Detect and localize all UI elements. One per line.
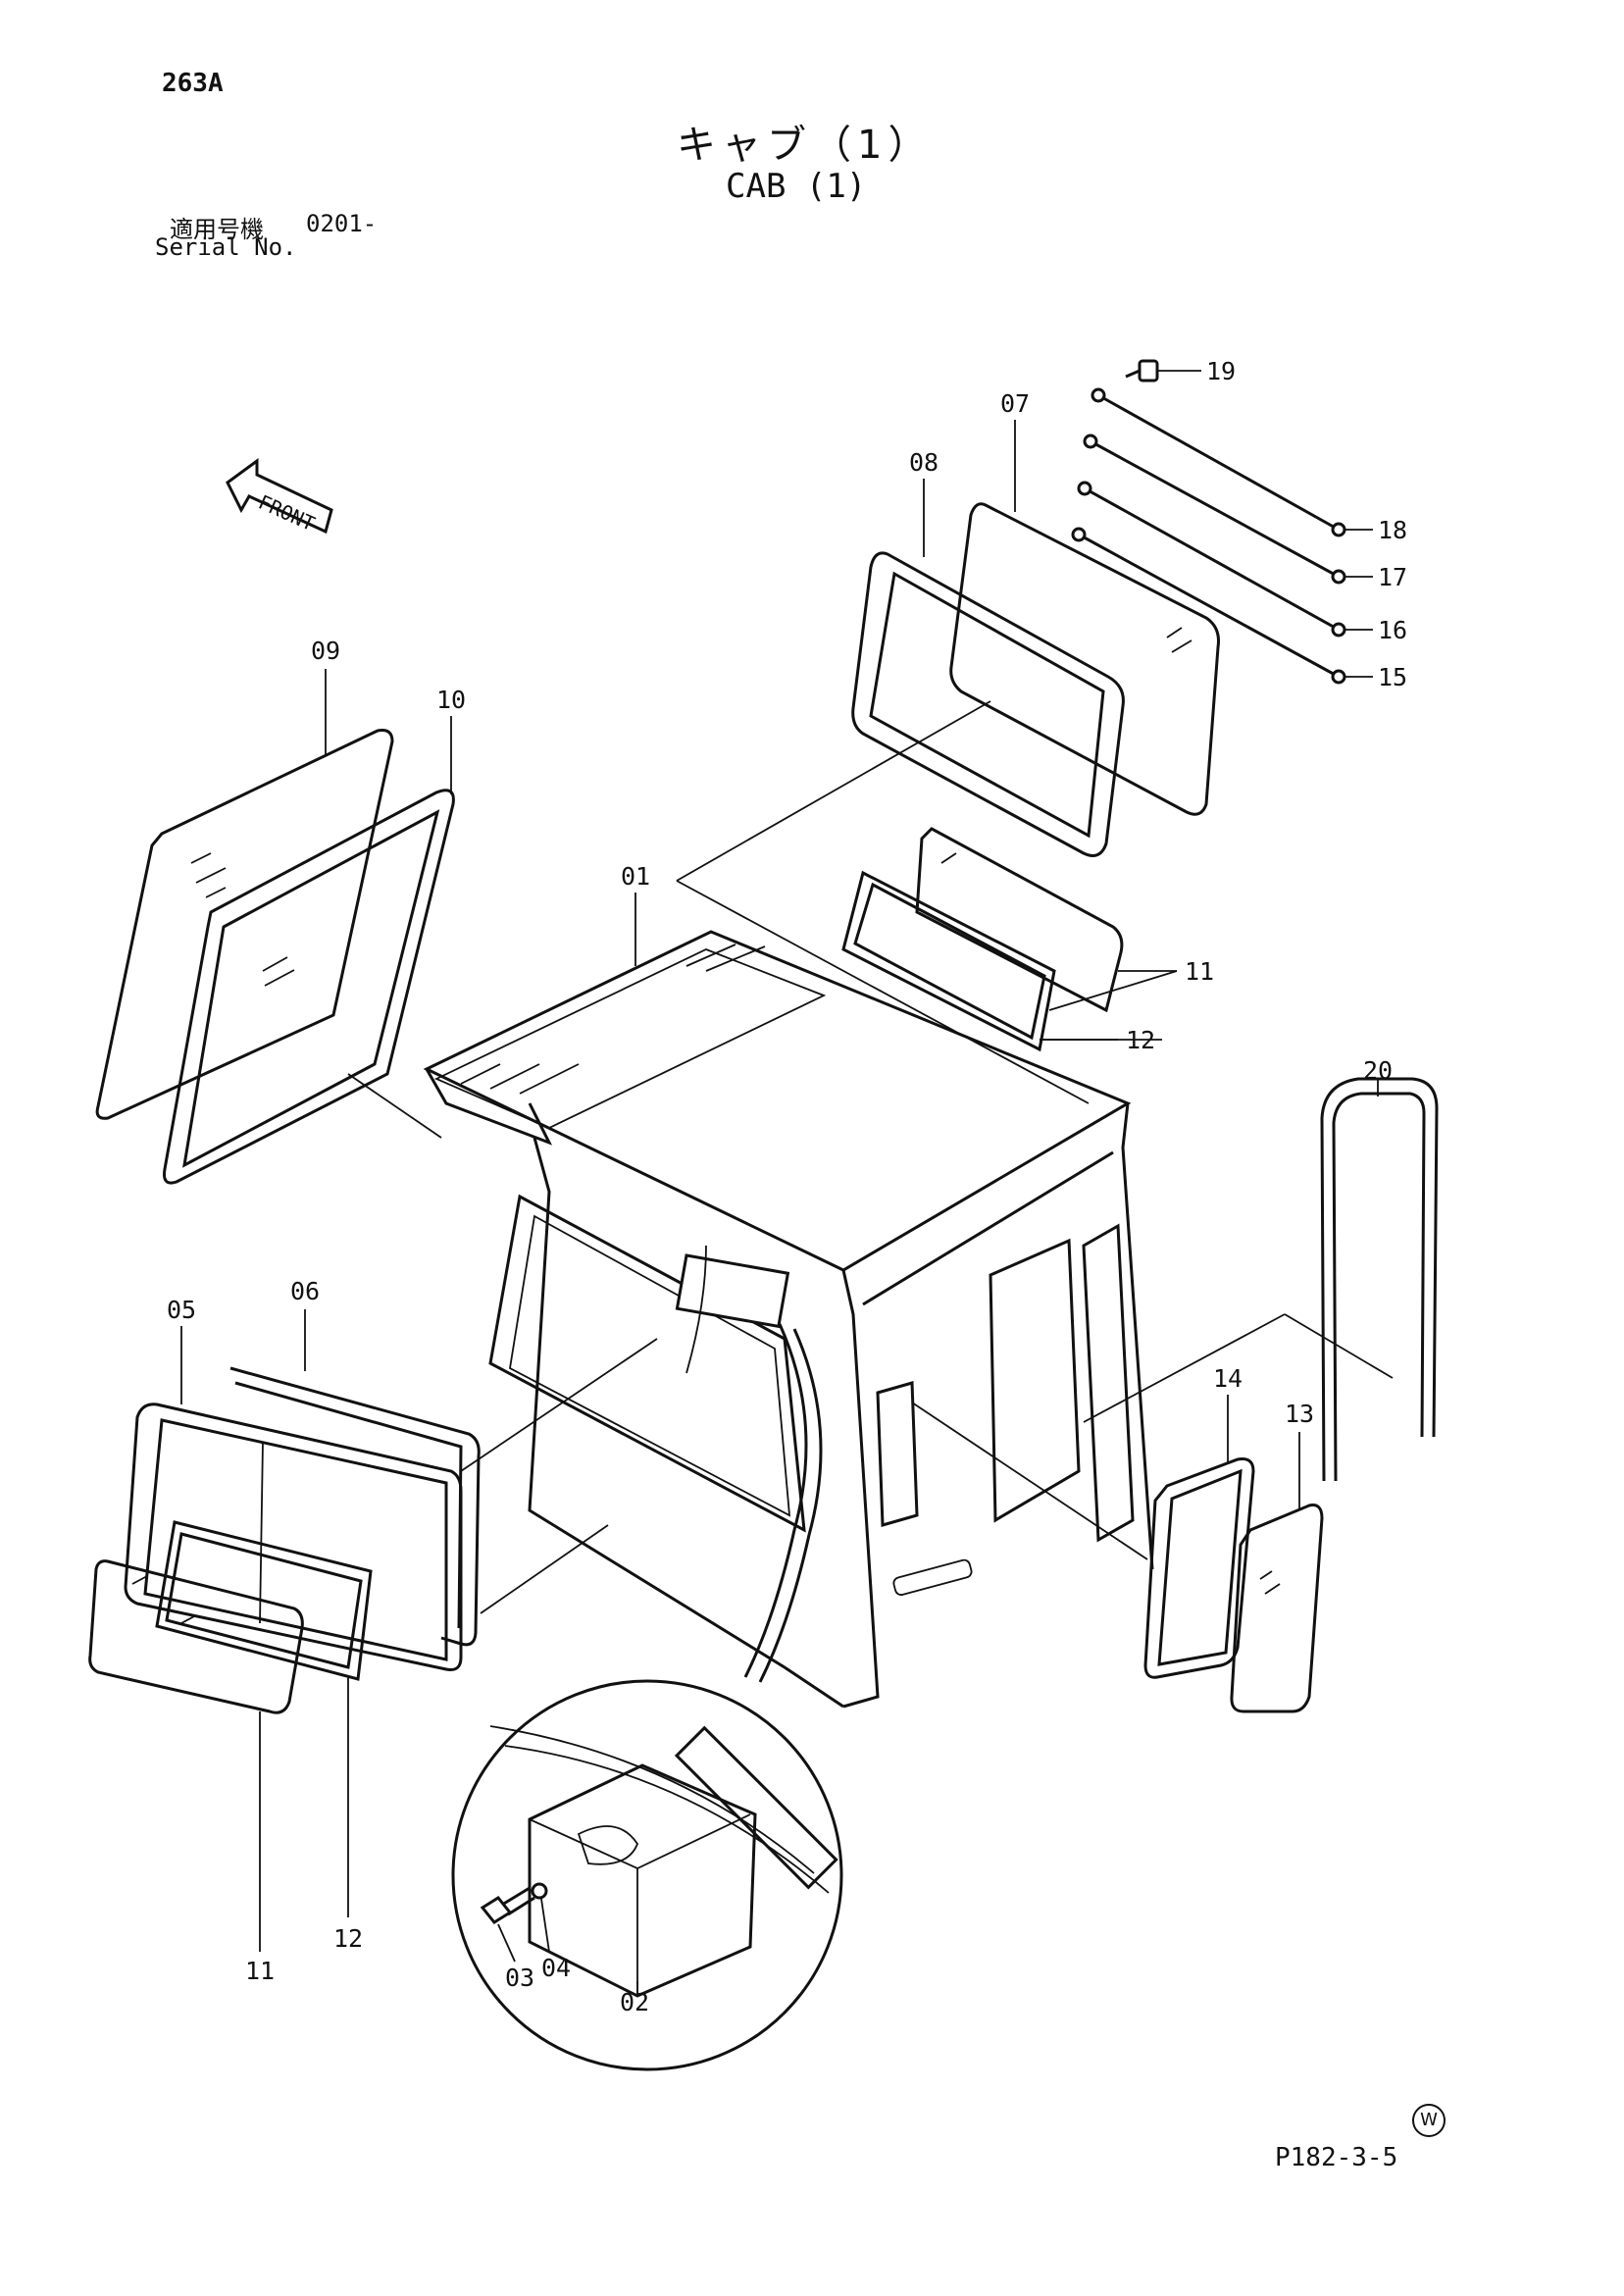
callout-16: 16 bbox=[1345, 616, 1407, 644]
part-14-gasket bbox=[1143, 1457, 1255, 1679]
callout-08: 08 bbox=[909, 448, 939, 557]
page-code: 263A bbox=[162, 69, 224, 98]
part-06-window-gasket bbox=[229, 1366, 481, 1647]
callout-15: 15 bbox=[1345, 663, 1407, 691]
callout-04-text: 04 bbox=[541, 1954, 571, 1982]
callout-13-text: 13 bbox=[1285, 1400, 1314, 1428]
callout-16-text: 16 bbox=[1378, 616, 1407, 644]
callout-12-upper: 12 bbox=[1040, 1026, 1155, 1054]
callout-07: 07 bbox=[1000, 389, 1030, 512]
callout-09: 09 bbox=[311, 637, 340, 755]
callout-05-text: 05 bbox=[167, 1296, 196, 1324]
callout-11-upper: 11 bbox=[1118, 957, 1214, 986]
callout-01-text: 01 bbox=[621, 862, 650, 891]
callout-14-text: 14 bbox=[1213, 1364, 1243, 1393]
callout-14: 14 bbox=[1213, 1364, 1243, 1463]
serial-label-japanese: 適用号機 bbox=[170, 216, 264, 243]
part-11-upper-glass bbox=[915, 827, 1124, 1013]
cable-line bbox=[743, 1323, 808, 1678]
parts-15-18-stays bbox=[1071, 387, 1346, 685]
callout-05: 05 bbox=[167, 1296, 196, 1404]
w-mark: W bbox=[1412, 2104, 1446, 2137]
front-label: FRONT bbox=[255, 490, 319, 536]
part-10-gasket bbox=[163, 789, 455, 1185]
part-11-lower-glass bbox=[88, 1559, 304, 1714]
part-12-upper-gasket bbox=[841, 870, 1056, 1052]
part-08-gasket bbox=[851, 551, 1125, 857]
callout-12-lower-text: 12 bbox=[333, 1924, 363, 1953]
callout-06: 06 bbox=[290, 1277, 320, 1371]
part-12-lower-gasket bbox=[155, 1520, 373, 1681]
callout-18: 18 bbox=[1345, 516, 1407, 544]
part-09-glass bbox=[95, 729, 394, 1120]
callout-18-text: 18 bbox=[1378, 516, 1407, 544]
part-04-washer-icon bbox=[531, 1882, 548, 1900]
serial-value: 0201- bbox=[306, 210, 378, 237]
callout-20: 20 bbox=[1363, 1056, 1393, 1097]
callout-08-text: 08 bbox=[909, 448, 939, 477]
callout-12-upper-text: 12 bbox=[1126, 1026, 1155, 1054]
title-japanese: キャブ（1） bbox=[677, 123, 934, 168]
callout-12-lower: 12 bbox=[333, 1677, 363, 1953]
callout-20-text: 20 bbox=[1363, 1056, 1393, 1085]
cable-line-outer bbox=[758, 1328, 823, 1683]
callout-17: 17 bbox=[1345, 563, 1407, 591]
serial-label-english: Serial No. bbox=[155, 233, 297, 261]
callout-10-text: 10 bbox=[436, 686, 466, 714]
part-19-bolt-icon bbox=[1125, 359, 1159, 383]
callout-11-lower: 11 bbox=[245, 1711, 275, 1985]
callout-02-text: 02 bbox=[620, 1988, 649, 2016]
leader-lines bbox=[347, 700, 1394, 1614]
callout-06-text: 06 bbox=[290, 1277, 320, 1305]
callout-04: 04 bbox=[540, 1898, 571, 1982]
callout-11-lower-text: 11 bbox=[245, 1957, 275, 1985]
part-13-glass bbox=[1230, 1504, 1324, 1713]
part-03-bolt-icon bbox=[480, 1886, 535, 1924]
callout-03: 03 bbox=[497, 1923, 534, 1992]
part-20-u-seal bbox=[1320, 1077, 1439, 1482]
part-07-glass bbox=[949, 502, 1220, 816]
front-arrow-icon: FRONT bbox=[226, 458, 333, 536]
callout-10: 10 bbox=[436, 686, 466, 794]
callout-09-text: 09 bbox=[311, 637, 340, 665]
title-english: CAB (1) bbox=[726, 167, 867, 206]
callout-03-text: 03 bbox=[505, 1964, 534, 1992]
callout-15-text: 15 bbox=[1378, 663, 1407, 691]
reference-code: P182-3-5 bbox=[1275, 2143, 1398, 2172]
detail-view bbox=[451, 1679, 843, 2071]
callout-13: 13 bbox=[1285, 1400, 1314, 1508]
callout-11-upper-text: 11 bbox=[1185, 957, 1214, 986]
callout-01: 01 bbox=[621, 862, 650, 966]
callout-17-text: 17 bbox=[1378, 563, 1407, 591]
callout-02: 02 bbox=[620, 1981, 649, 2016]
callout-07-text: 07 bbox=[1000, 389, 1030, 418]
callout-19: 19 bbox=[1157, 357, 1236, 385]
part-01-cab-body bbox=[423, 930, 1154, 1709]
callout-19-text: 19 bbox=[1206, 357, 1236, 385]
